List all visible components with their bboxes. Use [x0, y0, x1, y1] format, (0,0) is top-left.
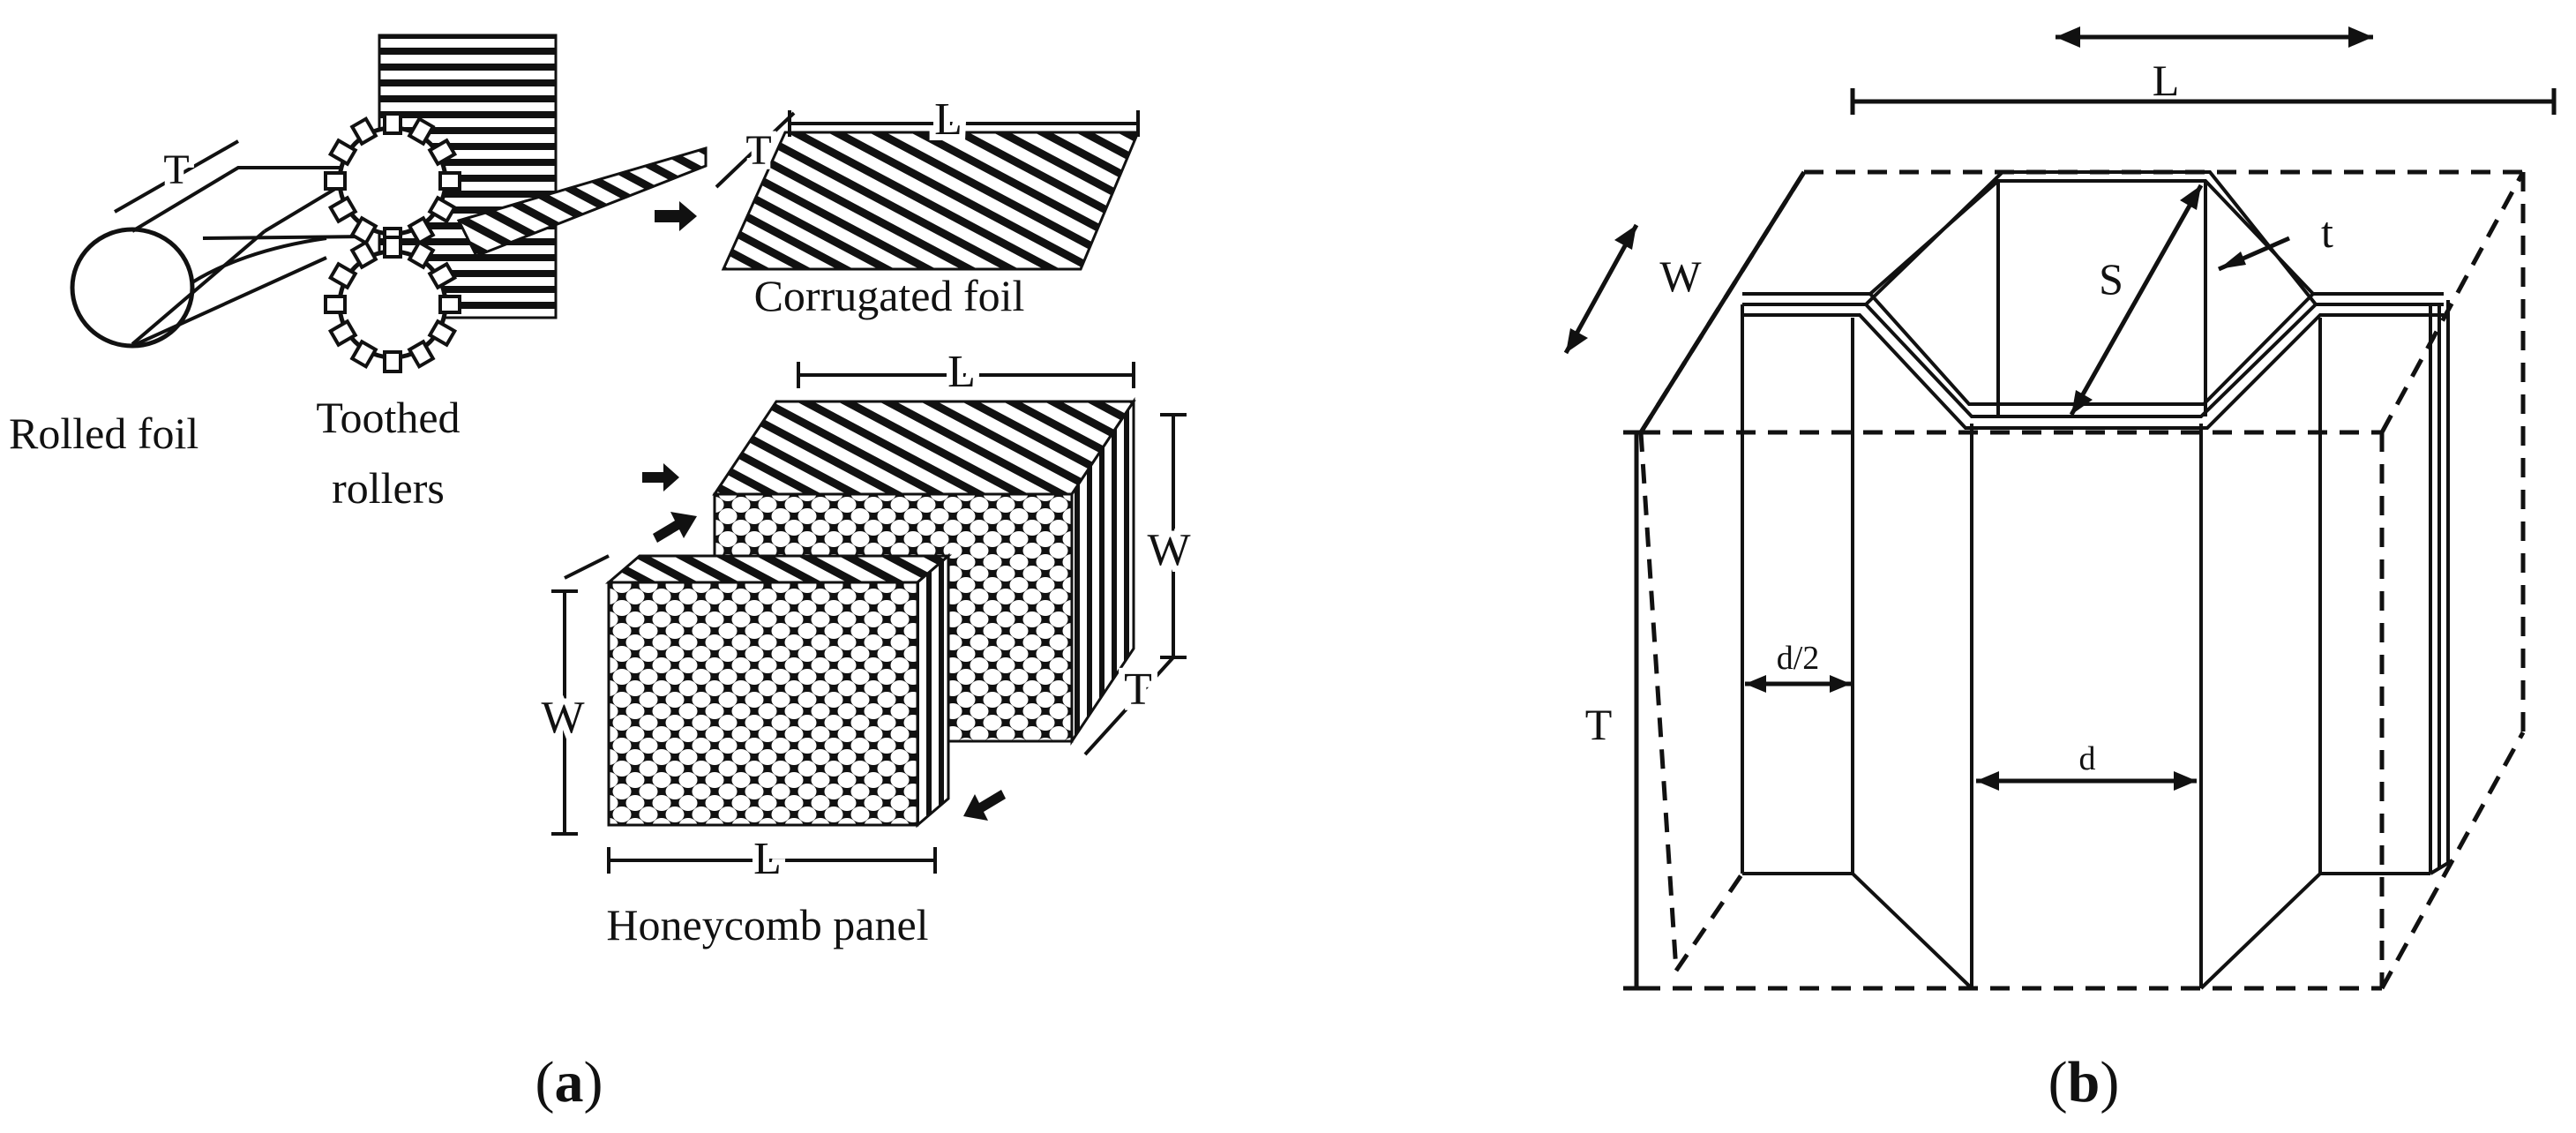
panel-back-T-label: T — [1124, 664, 1152, 715]
gear-tooth — [407, 339, 436, 370]
panel-back-W-label: W — [1147, 525, 1190, 575]
gear-tooth — [349, 239, 378, 270]
honeycomb-panel-front — [551, 552, 953, 874]
cell-d-label: d — [2079, 740, 2096, 777]
corrugated-foil-label: Corrugated foil — [754, 271, 1025, 320]
arrow-right-icon — [655, 201, 697, 231]
corrugated-T-label: T — [745, 127, 771, 174]
cell-d-half-label: d/2 — [1777, 640, 1820, 677]
gear-tooth — [349, 215, 378, 246]
corrugated-foil-illustration — [715, 110, 1141, 271]
toothed-rollers-label-line2: rollers — [332, 463, 445, 513]
cell-W-label: W — [1659, 251, 1702, 301]
panel-back-L-label: L — [947, 347, 976, 397]
arrowheads — [1566, 26, 2373, 791]
gear-tooth — [438, 295, 461, 314]
panel-b: L W T S t d d/2 (b) — [1563, 26, 2557, 1114]
arrow-right-icon — [642, 463, 679, 491]
rolled-foil-T-dimension — [114, 139, 239, 214]
gear-tooth — [327, 195, 358, 224]
rolled-foil-label: Rolled foil — [9, 409, 198, 458]
gear-tooth — [427, 138, 458, 167]
cell-T-label: T — [1585, 700, 1613, 749]
toothed-rollers-label-line1: Toothed — [316, 393, 460, 442]
gear-tooth — [349, 116, 378, 146]
gear-tooth — [427, 195, 458, 224]
corrugated-L-label: L — [934, 94, 962, 145]
honeycomb-cell-walls — [1741, 170, 2454, 990]
toothed-rollers-illustration — [324, 34, 708, 373]
gear-tooth — [324, 295, 347, 314]
gear-tooth — [324, 171, 347, 191]
panel-a-caption: (a) — [535, 1050, 603, 1114]
rolled-foil-illustration — [70, 166, 378, 349]
gear-tooth — [383, 236, 402, 259]
rolled-foil-T-label: T — [163, 146, 189, 193]
arrow-diagonal-icon — [653, 512, 697, 543]
gear-tooth — [407, 215, 436, 246]
cell-t-label: t — [2321, 207, 2333, 257]
honeycomb-panel-label: Honeycomb panel — [606, 900, 928, 949]
panel-a: L T T L W T — [9, 34, 1197, 1114]
gear-tooth — [438, 171, 461, 191]
cell-S-label: S — [2099, 254, 2123, 304]
gear-tooth — [327, 319, 358, 348]
gear-tooth — [383, 350, 402, 373]
arrow-diagonal-icon — [963, 790, 1006, 821]
dimension-lines — [1563, 34, 2557, 991]
gear-tooth — [427, 261, 458, 290]
panel-front-L-label: L — [753, 834, 782, 884]
panel-front-W-label: W — [541, 693, 584, 743]
cell-L-label: L — [2153, 56, 2180, 105]
gear-tooth — [407, 239, 436, 270]
panel-b-caption: (b) — [2048, 1050, 2120, 1114]
gear-tooth — [327, 138, 358, 167]
gear-tooth — [383, 112, 402, 135]
gear-tooth — [327, 261, 358, 290]
gear-tooth — [349, 339, 378, 370]
gear-tooth — [427, 319, 458, 348]
gear-tooth — [407, 116, 436, 146]
